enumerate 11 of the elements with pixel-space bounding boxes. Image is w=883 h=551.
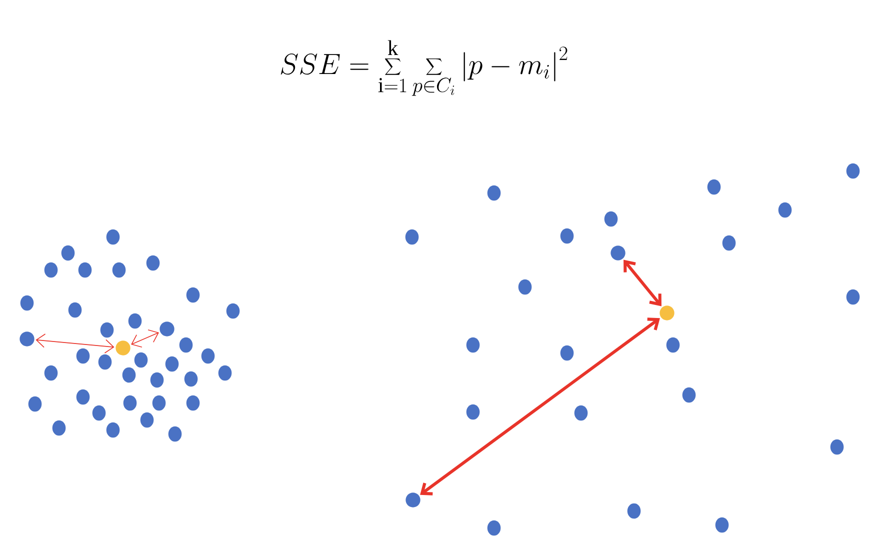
centroid-dot <box>116 340 130 356</box>
data-point <box>610 246 626 260</box>
data-point <box>406 492 420 508</box>
arrow <box>131 330 159 348</box>
data-point <box>160 322 174 336</box>
centroid-dot <box>660 306 674 320</box>
formula: $SSE=\sum_{\mathrm{i}=1}^{\mathrm{k}}\sum_{p\in C_i}\left|p-m_i\right|^2$ <box>280 40 568 96</box>
arrow <box>420 318 660 496</box>
data-point <box>20 332 34 346</box>
arrow <box>624 260 662 306</box>
arrow <box>36 334 114 354</box>
